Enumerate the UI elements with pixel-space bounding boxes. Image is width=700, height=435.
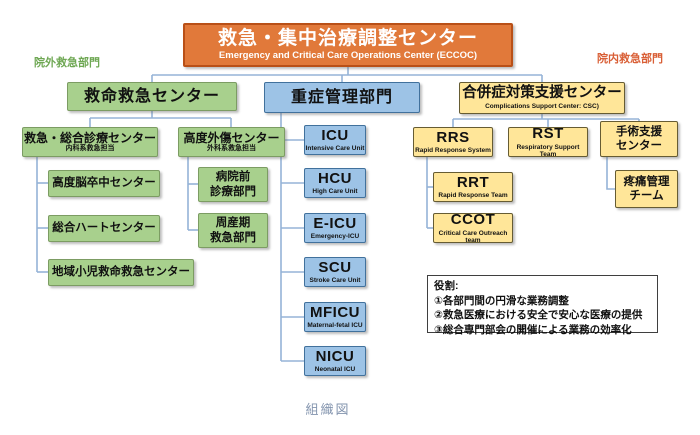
node-prehospital-dept: 病院前 診療部門: [198, 167, 268, 202]
node-title: NICU: [315, 347, 355, 365]
node-er-general-center: 救急・総合診療センター 内科系救急担当: [22, 127, 158, 157]
node-title: HCU: [318, 169, 352, 187]
node-rrs: RRS Rapid Response System: [413, 127, 493, 157]
node-subtitle: 外科系救急担当: [207, 144, 256, 152]
node-pediatric-er-center: 地域小児救命救急センター: [48, 259, 194, 286]
node-e-icu: E-ICU Emergency-ICU: [304, 213, 366, 243]
roles-note: 役割: ①各部門間の円滑な業務調整 ②救急医療における安全で安心な医療の提供 ③…: [427, 275, 658, 336]
node-title: 重症管理部門: [290, 88, 393, 106]
node-rrt: RRT Rapid Response Team: [433, 172, 513, 202]
node-stroke-center: 高度脳卒中センター: [48, 170, 160, 197]
node-scu: SCU Stroke Care Unit: [304, 257, 366, 287]
node-perinatal-dept: 周産期 救急部門: [198, 213, 268, 248]
node-title: 地域小児救命救急センター: [52, 266, 190, 279]
roles-item-1: ①各部門間の円滑な業務調整: [434, 294, 569, 307]
node-subtitle: Emergency-ICU: [310, 233, 360, 241]
node-title: 救命救急センター: [83, 87, 220, 105]
node-subtitle: Stroke Care Unit: [309, 277, 361, 285]
node-subtitle: Rapid Response System: [415, 147, 491, 155]
node-title: 疼痛管理 チーム: [623, 175, 670, 202]
node-title: 手術支援 センター: [616, 125, 662, 152]
node-title: 救急・総合診療センター: [23, 130, 156, 145]
node-surgery-support-center: 手術支援 センター: [600, 121, 678, 157]
node-title: CCOT: [450, 211, 496, 229]
node-lifesaving-center: 救命救急センター: [67, 82, 237, 111]
node-title: 周産期 救急部門: [210, 217, 256, 244]
node-trauma-center: 高度外傷センター 外科系救急担当: [178, 127, 285, 157]
node-pain-management-team: 疼痛管理 チーム: [615, 170, 678, 208]
node-title: SCU: [318, 258, 352, 276]
node-subtitle: Neonatal ICU: [314, 366, 356, 374]
node-title: 総合ハートセンター: [52, 222, 156, 235]
node-nicu: NICU Neonatal ICU: [304, 346, 366, 376]
roles-item-2: ②救急医療における安全で安心な医療の提供: [434, 309, 643, 322]
node-eccoc-header: 救急・集中治療調整センター Emergency and Critical Car…: [183, 23, 513, 67]
node-subtitle: Intensive Care Unit: [305, 145, 365, 153]
node-title: ICU: [321, 126, 349, 144]
chart-caption: 組織図: [305, 402, 351, 417]
node-title: RRT: [456, 173, 490, 191]
node-title: 高度脳卒中センター: [52, 177, 156, 190]
node-icu: ICU Intensive Care Unit: [304, 125, 366, 155]
roles-heading: 役割:: [434, 280, 459, 292]
eccoc-title-jp: 救急・集中治療調整センター: [217, 27, 478, 49]
node-subtitle: Rapid Response Team: [438, 192, 508, 200]
node-title: RST: [532, 125, 564, 143]
node-subtitle: Critical Care Outreach team: [438, 229, 508, 244]
label-outside-er-dept: 院外救急部門: [34, 57, 100, 69]
node-title: MFICU: [310, 303, 360, 321]
node-critical-care-dept: 重症管理部門: [264, 82, 420, 113]
connector-line: [606, 157, 615, 190]
node-mficu: MFICU Maternal-fetal ICU: [304, 302, 366, 332]
node-title: RRS: [436, 128, 470, 146]
node-hcu: HCU High Care Unit: [304, 168, 366, 198]
node-title: 高度外傷センター: [183, 130, 280, 145]
node-title: 合併症対策支援センター: [462, 84, 622, 101]
node-complications-support-center: 合併症対策支援センター Complications Support Center…: [459, 82, 625, 114]
node-ccot: CCOT Critical Care Outreach team: [433, 211, 513, 244]
node-heart-center: 総合ハートセンター: [48, 215, 160, 242]
node-subtitle: Maternal-fetal ICU: [307, 322, 363, 330]
node-title: E-ICU: [313, 214, 357, 232]
node-rst: RST Respiratory Support Team: [508, 125, 588, 158]
node-subtitle: Respiratory Support Team: [516, 143, 580, 158]
roles-item-3: ③総合専門部会の開催による業務の効率化: [434, 324, 632, 337]
node-subtitle: 内科系救急担当: [65, 144, 115, 152]
node-title: 病院前 診療部門: [210, 171, 256, 198]
node-subtitle: High Care Unit: [312, 188, 358, 196]
label-inside-er-dept: 院内救急部門: [597, 53, 663, 65]
eccoc-title-en: Emergency and Critical Care Operations C…: [218, 49, 478, 61]
node-subtitle: Complications Support Center: CSC): [485, 102, 599, 110]
